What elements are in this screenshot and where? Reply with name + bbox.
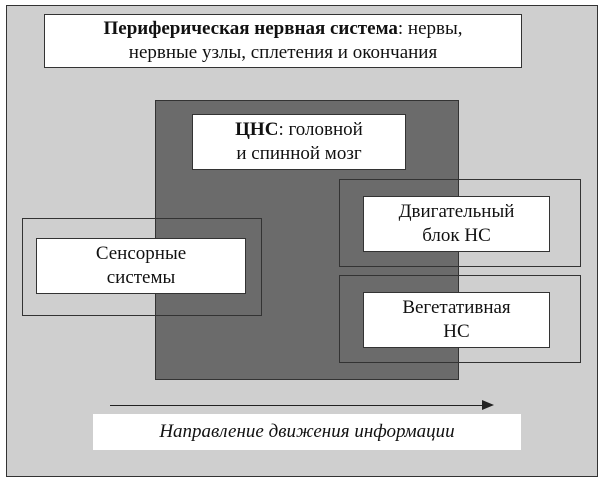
pns-rest: : нервы, xyxy=(397,18,463,39)
direction-arrow-head xyxy=(482,400,494,410)
pns-line2: нервные узлы, сплетения и окончания xyxy=(128,42,438,63)
cns-label-box: ЦНС: головной и спинной мозг xyxy=(192,114,406,170)
direction-caption-box: Направление движения информации xyxy=(93,414,521,450)
sensory-box: Сенсорные системы xyxy=(36,238,246,294)
pns-title: Периферическая нервная система xyxy=(103,18,398,39)
pns-box: Периферическая нервная система: нервы, н… xyxy=(44,14,522,68)
motor-box: Двигательный блок НС xyxy=(363,196,550,252)
cns-rest: : головной xyxy=(278,119,363,140)
sensory-line2: системы xyxy=(106,267,176,288)
direction-caption: Направление движения информации xyxy=(159,421,455,442)
autonomic-line1: Вегетативная xyxy=(402,297,511,318)
cns-line2: и спинной мозг xyxy=(236,143,362,164)
motor-outline xyxy=(339,179,581,267)
sensory-line1: Сенсорные xyxy=(95,243,187,264)
cns-line1: ЦНС: головной xyxy=(235,118,363,142)
autonomic-line2: НС xyxy=(443,321,470,342)
motor-line1: Двигательный xyxy=(398,201,515,222)
motor-line2: блок НС xyxy=(422,225,491,246)
autonomic-outline xyxy=(339,275,581,363)
cns-title: ЦНС xyxy=(235,119,279,140)
pns-line1: Периферическая нервная система: нервы, xyxy=(103,17,462,41)
sensory-outline xyxy=(22,218,262,316)
autonomic-box: Вегетативная НС xyxy=(363,292,550,348)
direction-arrow-line xyxy=(110,405,484,406)
